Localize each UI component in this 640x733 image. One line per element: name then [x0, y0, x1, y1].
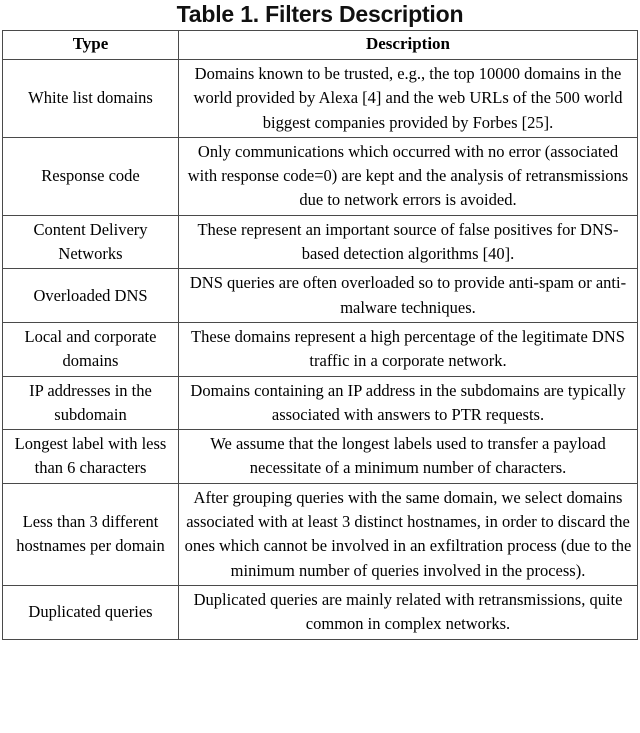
table-row: White list domains Domains known to be t… — [2, 59, 638, 138]
cell-type: White list domains — [2, 59, 179, 138]
table-header: Type Description — [2, 30, 638, 60]
cell-type: Longest label with less than 6 character… — [2, 429, 179, 484]
cell-description: These domains represent a high percentag… — [178, 321, 638, 377]
column-header-type: Type — [2, 30, 179, 60]
filters-description-table: Type Description White list domains Doma… — [2, 30, 638, 640]
table-row: Content Delivery Networks These represen… — [2, 214, 638, 270]
cell-type: IP addresses in the subdomain — [2, 375, 179, 431]
table-title: Table 1. Filters Description — [176, 1, 464, 27]
cell-description: Only communications which occurred with … — [178, 136, 638, 216]
cell-description: After grouping queries with the same dom… — [178, 482, 638, 586]
cell-type: Content Delivery Networks — [2, 214, 179, 270]
cell-type: Duplicated queries — [2, 584, 179, 640]
table-container: Type Description White list domains Doma… — [2, 30, 638, 640]
cell-description: Domains known to be trusted, e.g., the t… — [178, 59, 638, 138]
table-row: Local and corporate domains These domain… — [2, 321, 638, 377]
table-row: Longest label with less than 6 character… — [2, 429, 638, 484]
table-row: Less than 3 different hostnames per doma… — [2, 482, 638, 586]
table-row: Overloaded DNS DNS queries are often ove… — [2, 268, 638, 323]
cell-type: Overloaded DNS — [2, 268, 179, 323]
cell-type: Less than 3 different hostnames per doma… — [2, 482, 179, 586]
cell-type: Response code — [2, 136, 179, 216]
table-header-row: Type Description — [2, 30, 638, 60]
column-header-description: Description — [178, 30, 638, 60]
table-row: Response code Only communications which … — [2, 136, 638, 216]
table-body: White list domains Domains known to be t… — [2, 59, 638, 640]
cell-type: Local and corporate domains — [2, 321, 179, 377]
table-row: IP addresses in the subdomain Domains co… — [2, 375, 638, 431]
cell-description: Duplicated queries are mainly related wi… — [178, 584, 638, 640]
cell-description: These represent an important source of f… — [178, 214, 638, 270]
table-row: Duplicated queries Duplicated queries ar… — [2, 584, 638, 640]
cell-description: We assume that the longest labels used t… — [178, 429, 638, 484]
cell-description: Domains containing an IP address in the … — [178, 375, 638, 431]
cell-description: DNS queries are often overloaded so to p… — [178, 268, 638, 323]
